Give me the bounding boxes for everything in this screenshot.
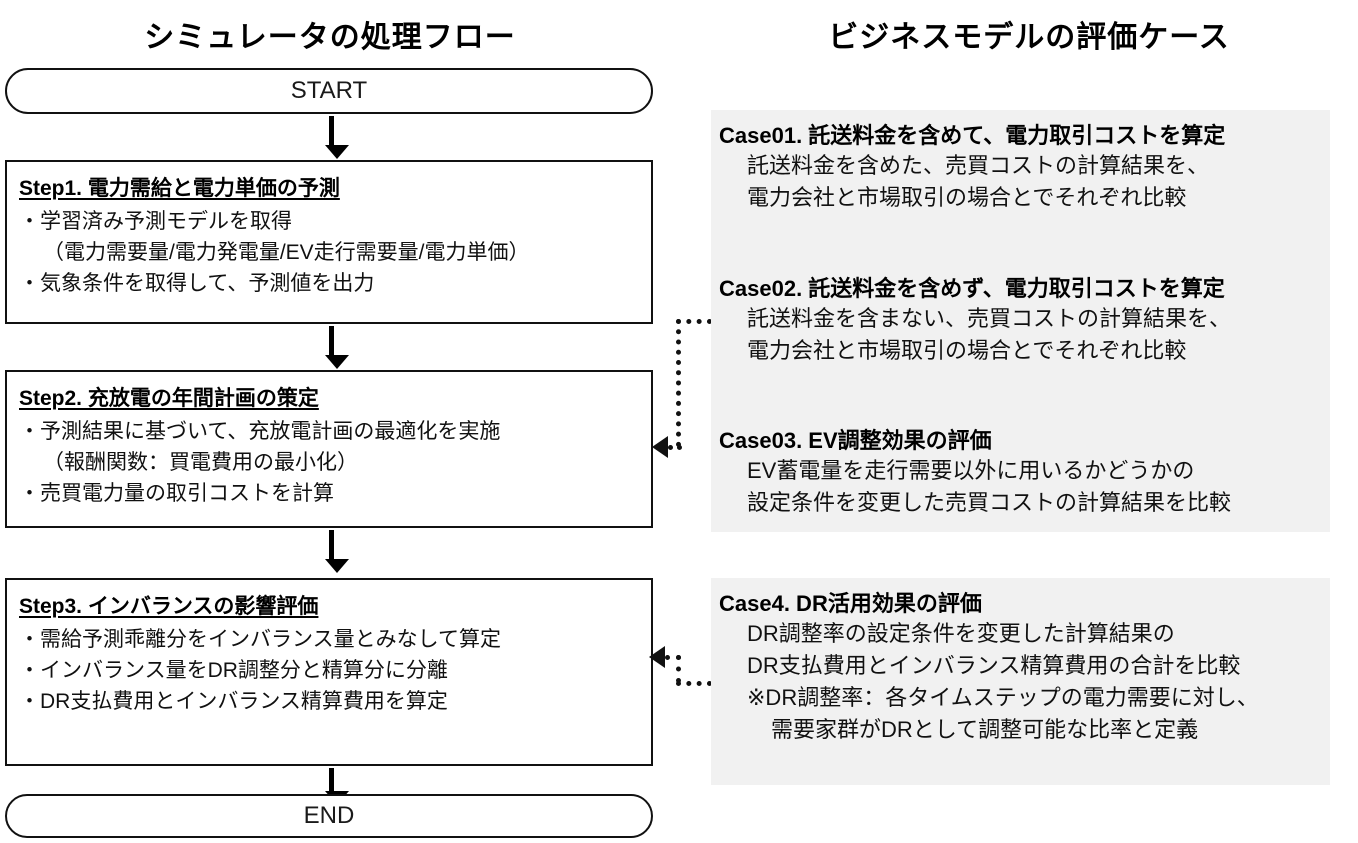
arrow-step1-to-step2 [324, 326, 349, 369]
case03-line-2: 設定条件を変更した売買コストの計算結果を比較 [747, 489, 1232, 515]
case4-line-3: ※DR調整率：各タイムステップの電力需要に対し、 [747, 684, 1259, 710]
case03-line-1: EV蓄電量を走行需要以外に用いるかどうかの [747, 458, 1195, 483]
case01-heading: Case01. 託送料金を含めて、電力取引コストを算定 [719, 123, 1226, 148]
flow-step2-box: Step2. 充放電の年間計画の策定 ・予測結果に基づいて、充放電計画の最適化を… [5, 370, 653, 528]
step1-line-3: ・気象条件を取得して、予測値を出力 [19, 271, 375, 295]
case01-line-1: 託送料金を含めた、売買コストの計算結果を、 [747, 153, 1210, 178]
connector-case02-horizontal-top [676, 319, 712, 324]
flow-step1-box: Step1. 電力需給と電力単価の予測 ・学習済み予測モデルを取得 （電力需要量… [5, 160, 653, 324]
flow-end-node: END [5, 794, 653, 838]
step3-line-1: ・需給予測乖離分をインバランス量とみなして算定 [19, 628, 501, 651]
case01-block: Case01. 託送料金を含めて、電力取引コストを算定 託送料金を含めた、売買コ… [719, 118, 1334, 214]
flow-step3-box: Step3. インバランスの影響評価 ・需給予測乖離分をインバランス量とみなして… [5, 578, 653, 766]
case4-line-4: 需要家群がDRとして調整可能な比率と定義 [771, 716, 1199, 742]
connector-case02-vertical [676, 319, 681, 447]
flow-end-label: END [303, 802, 355, 829]
connector-case02-arrowhead [652, 436, 668, 458]
case4-line-2: DR支払費用とインバランス精算費用の合計を比較 [747, 652, 1241, 678]
arrow-step3-to-end [324, 768, 349, 805]
case4-block: Case4. DR活用効果の評価 DR調整率の設定条件を変更した計算結果の DR… [719, 586, 1334, 746]
case02-heading: Case02. 託送料金を含めず、電力取引コストを算定 [719, 276, 1225, 301]
step1-title: Step1. 電力需給と電力単価の予測 [19, 177, 340, 200]
case-panel-lower [711, 578, 1330, 785]
arrow-start-to-step1 [324, 116, 349, 159]
arrow-step2-to-step3 [324, 530, 349, 573]
flow-start-node: START [5, 68, 653, 114]
flow-start-label: START [290, 77, 368, 104]
step3-line-3: ・DR支払費用とインバランス精算費用を算定 [19, 689, 448, 713]
case02-line-1: 託送料金を含まない、売買コストの計算結果を、 [747, 306, 1232, 331]
step2-title: Step2. 充放電の年間計画の策定 [19, 387, 319, 410]
case4-line-1: DR調整率の設定条件を変更した計算結果の [747, 621, 1175, 646]
case4-heading: Case4. DR活用効果の評価 [719, 591, 982, 616]
connector-case02-horizontal-bottom [668, 445, 682, 450]
connector-case4-horizontal-left [665, 655, 681, 660]
connector-case4-vertical [676, 655, 681, 683]
case-panel-upper [711, 110, 1330, 532]
case03-heading: Case03. EV調整効果の評価 [719, 428, 992, 453]
right-column-title: ビジネスモデルの評価ケース [828, 21, 1230, 54]
connector-case4-horizontal-right [676, 681, 712, 686]
step3-line-2: ・インバランス量をDR調整分と精算分に分離 [19, 658, 448, 682]
case02-block: Case02. 託送料金を含めず、電力取引コストを算定 託送料金を含まない、売買… [719, 271, 1334, 367]
step3-title: Step3. インバランスの影響評価 [19, 595, 319, 618]
step2-line-2: （報酬関数：買電費用の最小化） [43, 450, 358, 474]
case03-block: Case03. EV調整効果の評価 EV蓄電量を走行需要以外に用いるかどうかの … [719, 423, 1334, 519]
connector-case4-arrowhead [649, 646, 665, 668]
case01-line-2: 電力会社と市場取引の場合とでそれぞれ比較 [747, 184, 1187, 210]
step2-line-1: ・予測結果に基づいて、充放電計画の最適化を実施 [19, 420, 501, 443]
step1-line-1: ・学習済み予測モデルを取得 [19, 210, 292, 233]
case02-line-2: 電力会社と市場取引の場合とでそれぞれ比較 [747, 337, 1187, 363]
step1-line-2: （電力需要量/電力発電量/EV走行需要量/電力単価） [43, 240, 530, 264]
left-column-title: シミュレータの処理フロー [144, 21, 516, 54]
step2-line-3: ・売買電力量の取引コストを計算 [19, 481, 334, 505]
